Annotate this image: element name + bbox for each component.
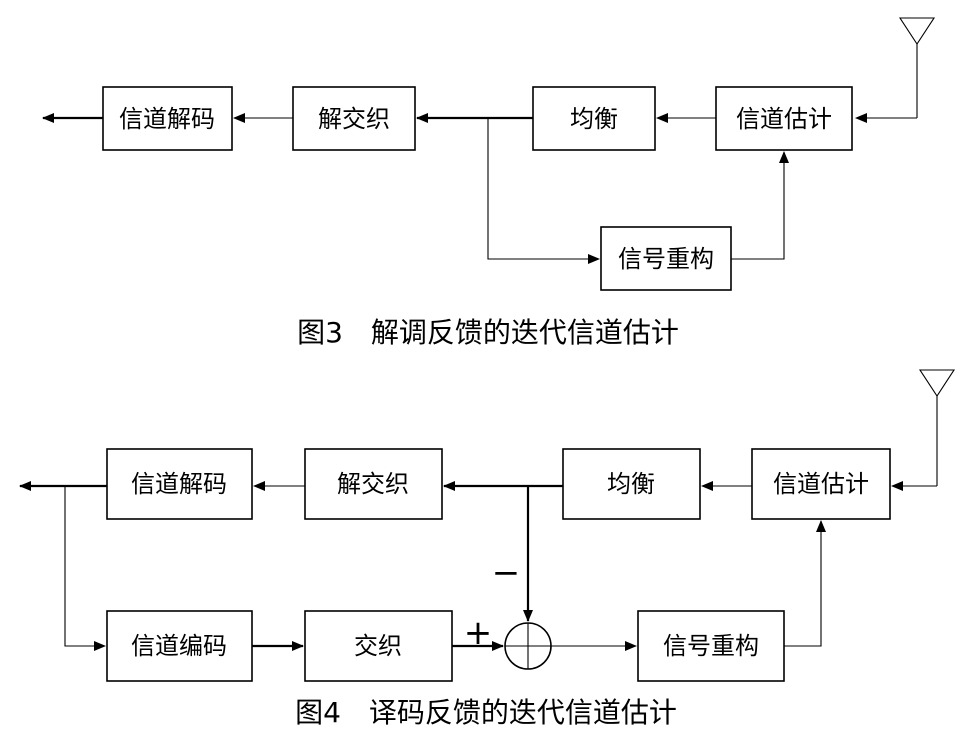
fig4-caption: 图4 译码反馈的迭代信道估计 [295,696,677,729]
fig4-label-channel-encode: 信道编码 [131,632,227,660]
fig3-label-deinterleave: 解交织 [318,105,390,133]
fig3-block-equalize: 均衡 [532,86,656,151]
fig4-arrow-reconstruct-to-estimate [784,520,826,647]
fig4-minus-sign: − [492,553,521,593]
figure-4: 信道估计 均衡 解交织 信道解码 信道编码 交织 信号重构 [19,369,956,729]
fig4-block-deinterleave: 解交织 [304,448,443,520]
fig3-caption: 图3 解调反馈的迭代信道估计 [297,316,679,349]
fig4-label-channel-estimate: 信道估计 [773,470,869,498]
fig3-label-equalize: 均衡 [570,105,618,133]
fig4-label-channel-decode: 信道解码 [131,470,227,498]
fig4-label-interleave: 交织 [354,632,402,660]
fig4-block-interleave: 交织 [304,610,453,682]
figure-3: 信道估计 均衡 解交织 信道解码 信号重构 图3 解调反馈的迭代信道估计 [42,17,936,349]
fig4-antenna-icon [891,369,956,491]
fig4-block-equalize: 均衡 [562,448,701,520]
fig3-block-channel-estimate: 信道估计 [715,86,853,151]
fig3-antenna-icon [855,17,936,123]
fig4-summing-junction [504,622,552,670]
fig3-block-signal-reconstruct: 信号重构 [600,226,732,291]
fig3-block-deinterleave: 解交织 [292,86,416,151]
fig3-label-channel-estimate: 信道估计 [736,105,832,133]
fig4-arrow-decode-to-encode [64,486,106,651]
fig4-label-signal-reconstruct: 信号重构 [663,632,759,660]
fig4-block-signal-reconstruct: 信号重构 [637,610,785,682]
fig3-arrow-branch-to-reconstruct [487,118,600,264]
fig4-block-channel-decode: 信道解码 [106,448,253,520]
fig4-block-channel-encode: 信道编码 [106,610,253,682]
fig4-label-equalize: 均衡 [607,470,655,498]
fig3-label-signal-reconstruct: 信号重构 [618,245,714,273]
fig4-block-channel-estimate: 信道估计 [751,448,891,520]
fig3-block-channel-decode: 信道解码 [102,86,233,151]
fig4-label-deinterleave: 解交织 [337,470,409,498]
fig3-label-channel-decode: 信道解码 [119,105,215,133]
fig3-arrow-reconstruct-to-estimate [731,151,789,260]
